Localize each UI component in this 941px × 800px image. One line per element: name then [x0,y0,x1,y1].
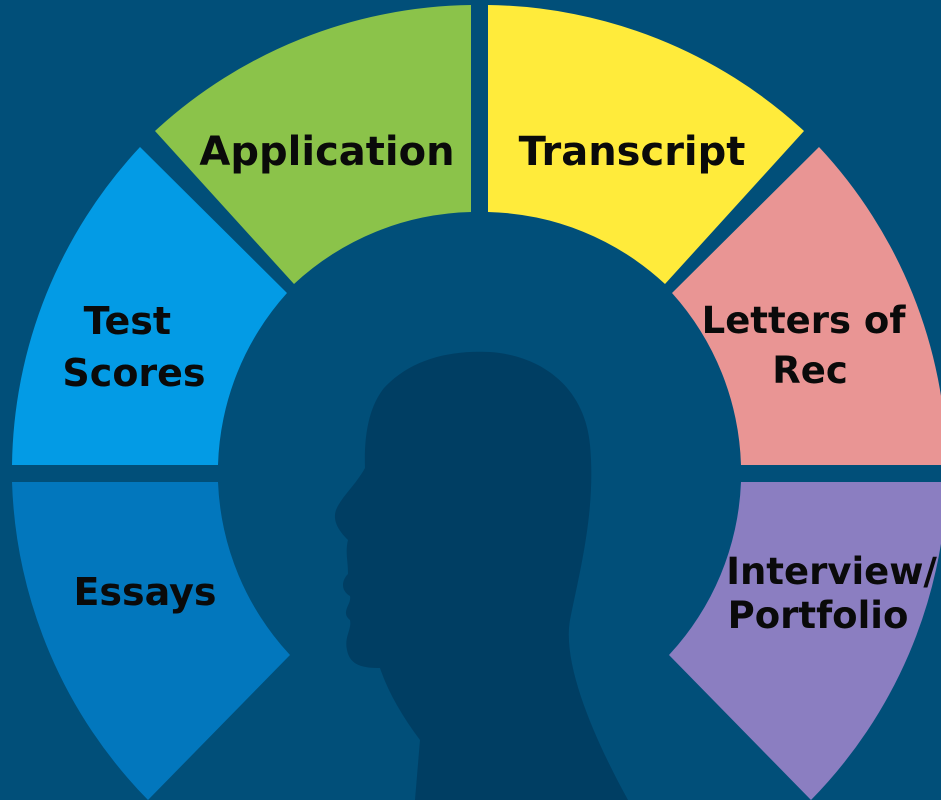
segment-label-transcript: Transcript [519,129,746,175]
segment-label-interview-portfolio: Interview/ Portfolio [726,550,941,637]
segment-label-essays: Essays [73,570,216,614]
segment-application [155,5,471,284]
segment-test-scores [12,147,287,465]
segment-essays [12,482,290,800]
segment-label-application: Application [199,129,454,175]
segment-label-test-scores: Test Scores [62,299,205,395]
segment-letters-of-rec [672,147,941,465]
human-head-silhouette-icon [334,351,628,800]
segment-transcript [488,5,804,284]
segment-interview-portfolio [669,482,941,800]
segment-label-letters-of-rec: Letters of Rec [702,299,919,392]
